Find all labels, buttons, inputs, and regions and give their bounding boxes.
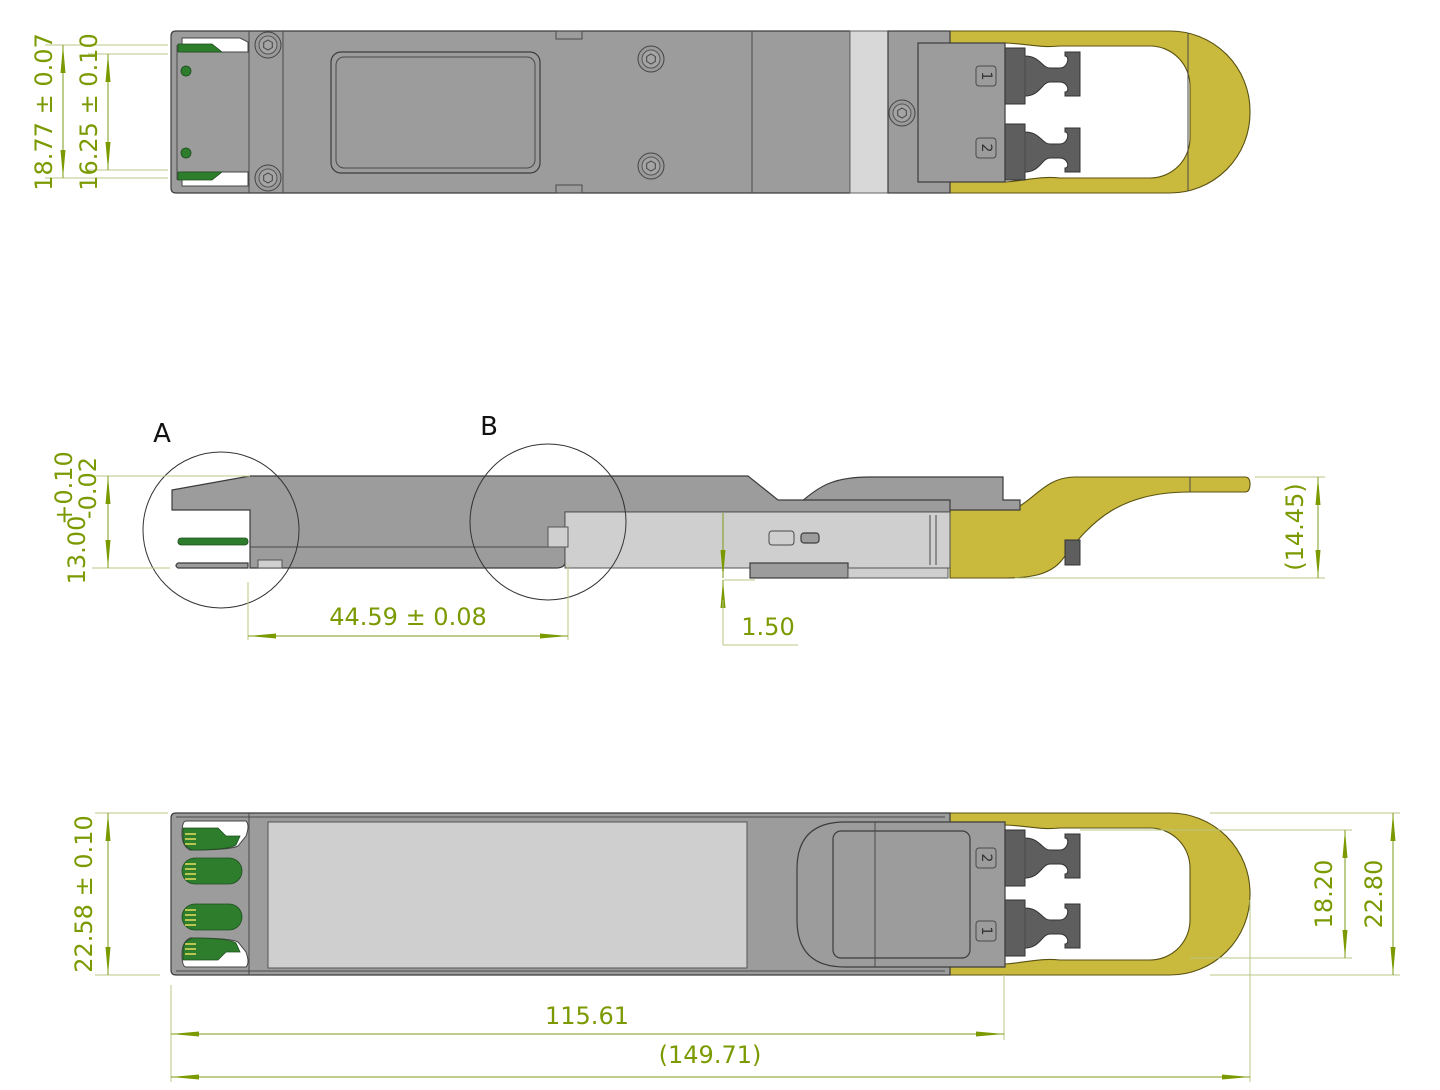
fiber-connector — [1004, 899, 1081, 957]
svg-text:(14.45): (14.45) — [1281, 483, 1309, 570]
latch-recess — [832, 830, 971, 959]
housing-side — [171, 475, 951, 569]
fiber-connector — [1004, 47, 1081, 105]
bottom-view: 2 1 22.58 ± 0.10 18.20 22.80 — [70, 812, 1400, 1082]
screw-icon — [637, 45, 665, 73]
latch-housing — [917, 42, 1006, 183]
pcb-pin — [180, 147, 192, 159]
svg-text:13.00: 13.00 — [63, 516, 91, 585]
svg-text:1.50: 1.50 — [741, 613, 794, 641]
fiber-connector — [1004, 123, 1081, 181]
dimension-overall-height: (14.45) — [1015, 476, 1325, 579]
pull-tab-side — [949, 476, 1251, 579]
top-view: 1 2 18.77 ± 0.07 16.25 ± 0.10 — [30, 30, 1251, 194]
cage-band — [849, 30, 889, 194]
dimension-height: 13.00 +0.10 -0.02 — [50, 451, 250, 584]
svg-text:18.77 ± 0.07: 18.77 ± 0.07 — [30, 33, 58, 191]
pcb-edge — [177, 43, 224, 53]
connector-side — [1064, 539, 1081, 566]
svg-text:16.25 ± 0.10: 16.25 ± 0.10 — [75, 33, 103, 191]
detail-circle-b — [469, 443, 627, 601]
dimension-tab-inner-width: 18.20 — [1080, 829, 1352, 959]
svg-text:22.80: 22.80 — [1360, 860, 1388, 929]
detail-circle-a — [142, 451, 300, 609]
dimension-inner-width: 16.25 ± 0.10 — [75, 33, 168, 191]
side-view: A B 13.00 +0.10 -0.02 44.59 ± 0.08 1.50 — [50, 412, 1325, 646]
fiber-connector — [1004, 829, 1081, 887]
detail-label-b: B — [480, 412, 498, 442]
port-label-2: 2 — [975, 137, 997, 159]
bottom-label-panel — [267, 821, 748, 969]
svg-text:1: 1 — [978, 927, 994, 936]
dimension-body-length: 115.61 — [170, 975, 1005, 1082]
svg-text:(149.71): (149.71) — [659, 1041, 762, 1069]
detail-label-a: A — [153, 419, 171, 449]
screw-icon — [637, 152, 665, 180]
port-label-2: 2 — [975, 847, 997, 869]
cage-panel — [564, 511, 951, 569]
pcb-contacts — [181, 820, 249, 968]
dimension-offset: 1.50 — [720, 513, 798, 646]
svg-text:18.20: 18.20 — [1310, 860, 1338, 929]
label-recess — [330, 51, 541, 174]
svg-text:2: 2 — [978, 854, 994, 863]
svg-text:44.59 ± 0.08: 44.59 ± 0.08 — [329, 603, 487, 631]
port-label-1: 1 — [975, 65, 997, 87]
svg-text:1: 1 — [978, 72, 994, 81]
pull-tab — [947, 30, 1251, 194]
pcb-pin — [180, 65, 192, 77]
svg-text:115.61: 115.61 — [545, 1002, 629, 1030]
screw-icon — [888, 99, 916, 127]
port-label-1: 1 — [975, 920, 997, 942]
svg-text:+0.10: +0.10 — [50, 451, 78, 525]
pull-tab — [947, 812, 1251, 976]
screw-icon — [254, 31, 282, 59]
dimension-length-to-stop: 44.59 ± 0.08 — [247, 566, 569, 640]
pcb-edge — [177, 171, 224, 181]
dimension-outer-width: 18.77 ± 0.07 — [30, 33, 168, 191]
pcb-side — [177, 537, 249, 546]
dimension-width: 22.58 ± 0.10 — [70, 812, 168, 976]
dimension-overall-length: (149.71) — [171, 900, 1251, 1082]
screw-icon — [254, 164, 282, 192]
svg-text:2: 2 — [978, 144, 994, 153]
svg-text:-0.02: -0.02 — [74, 457, 102, 519]
svg-text:22.58 ± 0.10: 22.58 ± 0.10 — [70, 815, 98, 973]
dimension-tab-outer-width: 22.80 — [1210, 812, 1400, 976]
